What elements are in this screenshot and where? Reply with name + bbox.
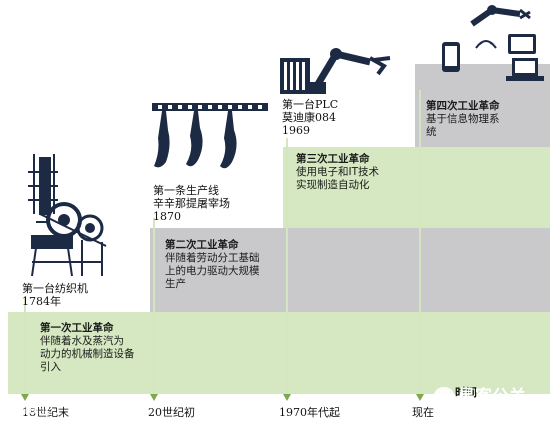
milestone-loom-title: 第一台纺织机 [22,282,88,295]
axis-label-18th-century: 18世纪末 [22,406,69,419]
era-1-text: 第一次工业革命 伴随着水及蒸汽为 动力的机械制造设备 引入 [40,320,135,374]
loom-illustration-icon [28,154,107,277]
timeline-tick-2 [150,394,158,401]
milestone-line-year: 1870 [153,210,181,223]
milestone-plc-subtitle: 莫迪康084 [282,111,336,124]
era-1-desc-line: 动力的机械制造设备 [40,348,135,360]
milestone-line-title: 第一条生产线 [153,184,219,197]
watermark-right: 星客公关 [434,382,526,407]
wechat-icon [434,386,454,403]
watermark-right-text: 星客公关 [458,387,526,407]
watermark-left: Yiimas [2,405,50,418]
axis-label-1970s: 1970年代起 [279,406,340,419]
milestone-loom: 第一台纺织机 1784年 [22,282,88,308]
era-2-desc-line: 生产 [165,278,186,290]
watermark-left-icon [2,405,15,418]
timeline-line-4 [419,90,421,394]
era-1-desc-line: 伴随着水及蒸汽为 [40,335,124,347]
era-3-text: 第三次工业革命 使用电子和IT技术 实现制造自动化 [296,151,379,192]
plc-robot-arm-illustration-icon [280,48,391,94]
timeline-line-1 [24,296,26,394]
era-4-title: 第四次工业革命 [426,100,500,112]
era-4-text: 第四次工业革命 基于信息物理系 统 [426,98,500,139]
era-1-title: 第一次工业革命 [40,322,114,334]
connected-devices-illustration-icon [442,5,544,81]
era-3-title: 第三次工业革命 [296,153,370,165]
era-2-title: 第二次工业革命 [165,239,239,251]
watermark-left-text: Yiimas [18,406,51,417]
timeline-line-3 [286,138,288,394]
timeline-tick-1 [21,394,29,401]
milestone-plc-year: 1969 [282,124,310,137]
axis-label-now: 现在 [412,406,434,419]
timeline-tick-3 [283,394,291,401]
timeline-line-2 [153,218,155,394]
milestone-loom-year: 1784年 [22,295,61,308]
milestone-production-line: 第一条生产线 辛辛那提屠宰场 1870 [153,184,230,223]
era-4-desc-line: 统 [426,126,437,138]
era2-band [150,228,550,312]
era-2-desc-line: 上的电力驱动大规模 [165,265,260,277]
era-3-desc-line: 实现制造自动化 [296,179,370,191]
era1-band [8,312,550,394]
era-2-text: 第二次工业革命 伴随着劳动分工基础 上的电力驱动大规模 生产 [165,237,260,291]
era3-band [283,147,550,228]
timeline-tick-4 [416,394,424,401]
production-line-illustration-icon [152,103,268,169]
milestone-line-subtitle: 辛辛那提屠宰场 [153,197,230,210]
milestone-plc: 第一台PLC 莫迪康084 1969 [282,98,338,137]
milestone-plc-title: 第一台PLC [282,98,339,111]
axis-time-label: 时间 [455,386,477,399]
era-3-desc-line: 使用电子和IT技术 [296,166,380,178]
era-2-desc-line: 伴随着劳动分工基础 [165,252,260,264]
era-1-desc-line: 引入 [40,361,61,373]
axis-label-early-20th: 20世纪初 [148,406,195,419]
era-4-desc-line: 基于信息物理系 [426,113,500,125]
